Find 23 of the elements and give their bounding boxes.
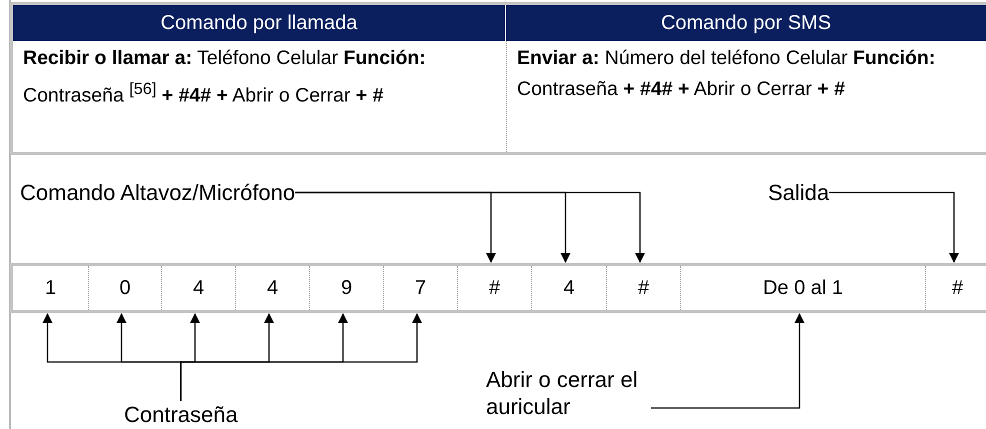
sequence-value: 9: [309, 266, 383, 310]
sequence-value: 7: [383, 266, 457, 310]
sequence-value: 4: [161, 266, 235, 310]
sequence-value: #: [925, 266, 986, 310]
sequence-value: 4: [531, 266, 606, 310]
column-header: Comando por SMS: [506, 5, 986, 41]
cell-text: Enviar a: Número del teléfono Celular Función: Contraseña + #4# + Abrir o Cerrar + #: [506, 41, 986, 152]
sequence-value: De 0 al 1: [680, 266, 925, 310]
annotation-label: Comando Altavoz/Micrófono: [20, 179, 296, 206]
annotation-label: Abrir o cerrar el auricular: [486, 366, 651, 420]
column-header: Comando por llamada: [13, 5, 505, 41]
sequence-value: #: [457, 266, 531, 310]
sequence-value: 4: [235, 266, 309, 310]
arrow: [651, 313, 804, 409]
sequence-value: #: [606, 266, 680, 310]
annotation-label: Contraseña: [124, 401, 238, 428]
sequence-value: 1: [13, 266, 88, 310]
cell-text: Recibir o llamar a: Teléfono Celular Función: Contraseña $^{[56]}$ + #4# + Abrir o Cerrar + #: [22, 46, 427, 108]
sequence-value: 0: [88, 266, 161, 310]
annotation-label: Salida: [768, 179, 830, 206]
arrow: [180, 313, 422, 401]
arrow: [295, 192, 645, 263]
arrow: [829, 192, 959, 263]
